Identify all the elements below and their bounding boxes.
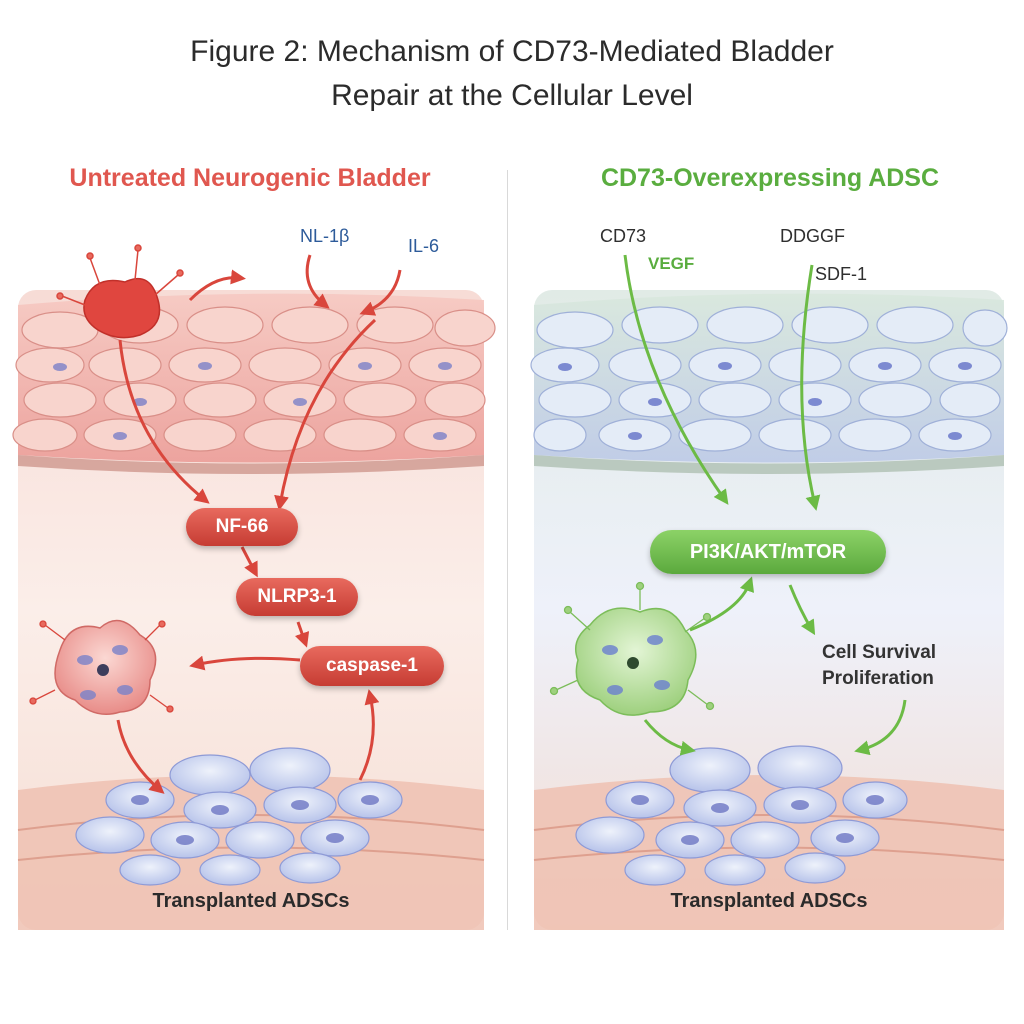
right-tissue-cells: [530, 306, 1008, 452]
cytokine-label-il6: IL-6: [408, 236, 440, 256]
left-adsc-cluster: [75, 747, 403, 886]
figure-title-line1: Figure 2: Mechanism of CD73-Mediated Bla…: [190, 35, 834, 68]
factor-label-ddggf: DDGGF: [780, 226, 845, 246]
pathway-node-nf66: NF-66: [186, 508, 298, 546]
figure-title-line2: Repair at the Cellular Level: [331, 79, 693, 112]
factor-label-sdf1: SDF-1: [815, 264, 868, 284]
left-bottom-label: Transplanted ADSCs: [152, 890, 350, 912]
right-panel-title: CD73-Overexpressing ADSC: [600, 164, 940, 192]
factor-label-vegf: VEGF: [648, 254, 695, 273]
cd73-adsc-icon: [549, 581, 715, 716]
right-panel-illustration: [530, 254, 1008, 930]
right-adsc-cluster: [575, 745, 908, 886]
figure-title: Figure 2: Mechanism of CD73-Mediated Bla…: [0, 30, 1024, 118]
damaged-cell-icon: [56, 244, 184, 339]
pathway-node-nlrp3: NLRP3-1: [236, 578, 358, 616]
panel-divider: [507, 170, 508, 930]
pathway-node-caspase1: caspase-1: [300, 646, 444, 686]
factor-label-cd73: CD73: [600, 226, 647, 246]
right-bottom-label: Transplanted ADSCs: [670, 890, 868, 912]
pathway-node-pi3k-akt-mtor: PI3K/AKT/mTOR: [650, 530, 886, 574]
left-panel-title: Untreated Neurogenic Bladder: [69, 164, 431, 192]
cytokine-label-nl1b: NL-1β: [300, 226, 350, 246]
outcome-cell-survival: Cell Survival: [822, 642, 937, 663]
inflammatory-cell-icon: [29, 619, 174, 715]
outcome-proliferation: Proliferation: [822, 668, 934, 689]
